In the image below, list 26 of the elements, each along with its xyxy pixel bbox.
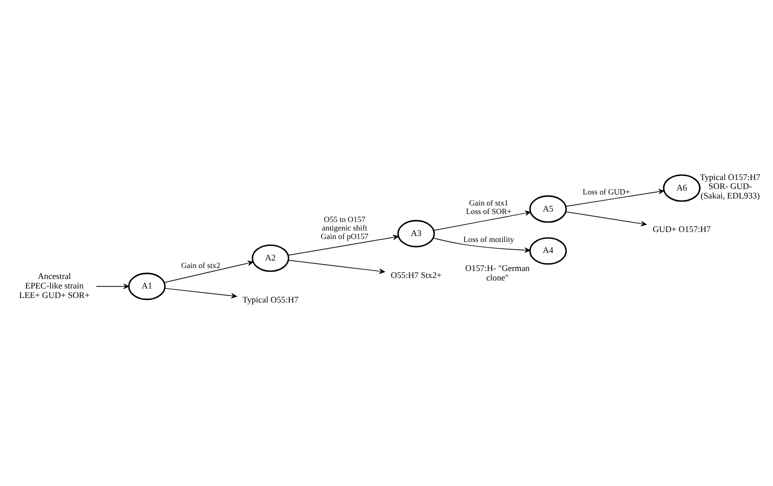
arrow <box>565 211 647 226</box>
edge-label: O55 to O157 antigenic shift Gain of pO157 <box>320 214 368 242</box>
arrow <box>432 238 530 253</box>
node-ellipse: A5 <box>529 195 567 223</box>
node-ellipse: A2 <box>252 244 290 272</box>
node-text: Ancestral EPEC-like strain LEE+ GUD+ SOR+ <box>19 271 90 300</box>
edge-label: Gain of stx1 Loss of SOR+ <box>466 198 512 216</box>
node-ellipse: A3 <box>397 220 435 248</box>
node-label: Typical O157:H7 SOR- GUD- (Sakai, EDL933) <box>700 172 760 201</box>
node-label: O157:H- "German clone" <box>465 262 530 282</box>
node-text: O55:H7 Stx2+ <box>390 270 442 280</box>
arrow <box>565 188 664 207</box>
arrow <box>288 234 399 256</box>
node-text: GUD+ O157:H7 <box>652 224 711 234</box>
node-ellipse: A1 <box>128 272 166 300</box>
edge-label: Loss of GUD+ <box>582 187 630 196</box>
edge-label: Gain of stx2 <box>181 261 220 270</box>
node-text: Typical O55:H7 <box>242 294 298 304</box>
arrow <box>96 284 130 289</box>
arrow <box>164 288 237 298</box>
node-ellipse: A6 <box>662 174 701 202</box>
arrow <box>288 260 385 274</box>
arrow <box>434 210 531 231</box>
arrow <box>164 260 254 283</box>
node-ellipse: A4 <box>529 237 567 265</box>
edge-label: Loss of motility <box>463 235 514 244</box>
